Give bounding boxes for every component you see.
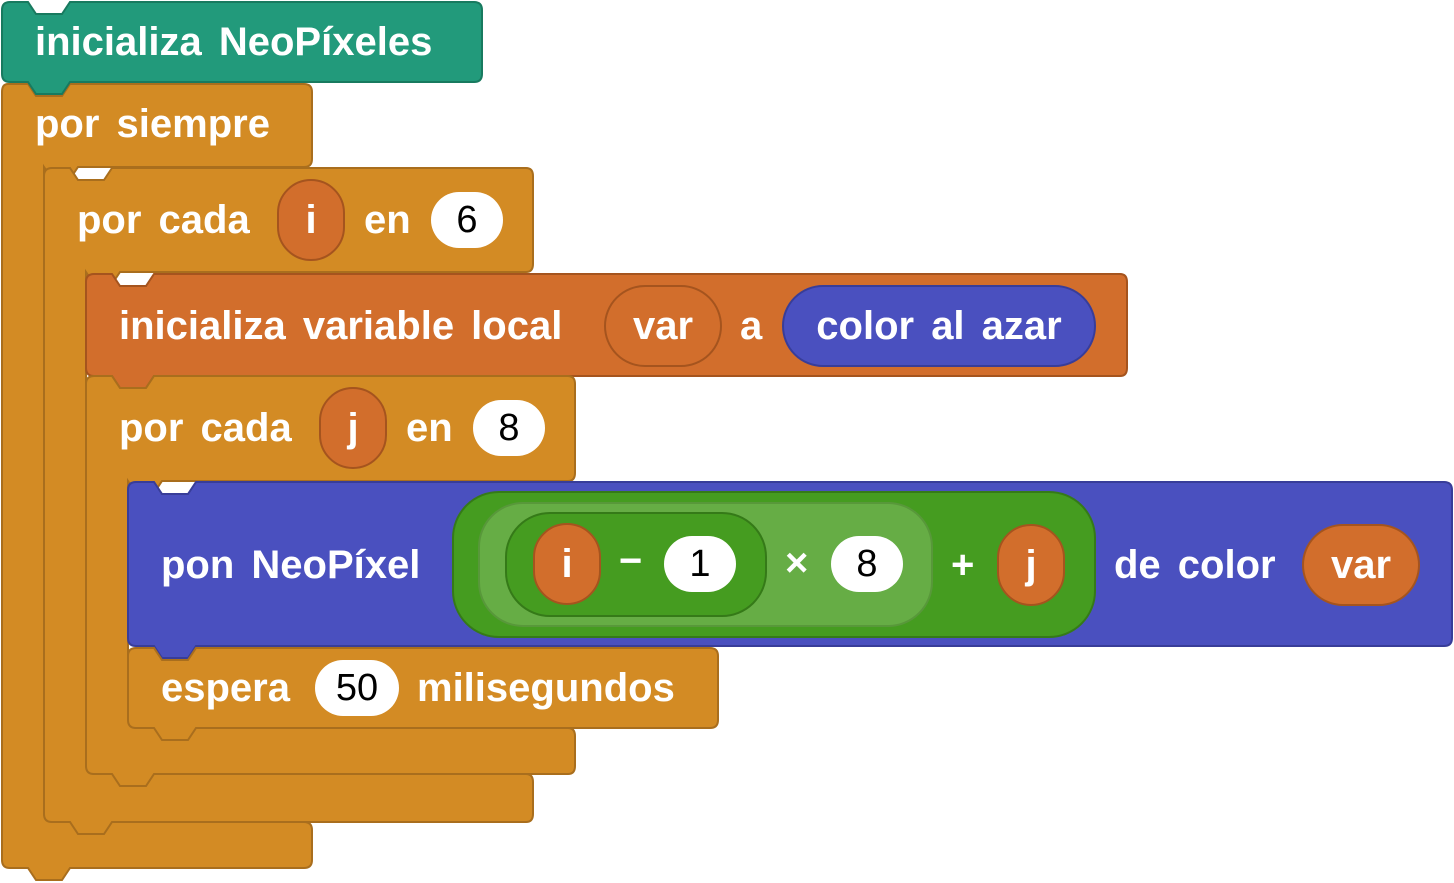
set-neopixel-label: pon NeoPíxel — [161, 543, 421, 587]
expr-literal-8[interactable]: 8 — [831, 536, 903, 592]
for-each-j-count[interactable]: 8 — [473, 400, 545, 456]
wait-label: espera — [161, 666, 290, 710]
init-neopixels-label: inicializa NeoPíxeles — [35, 20, 433, 64]
for-each-j-in-label: en — [406, 406, 453, 450]
wait-unit-label: milisegundos — [417, 666, 675, 710]
expr-var-j[interactable]: j — [997, 524, 1065, 606]
expr-var-i[interactable]: i — [533, 523, 601, 605]
local-var-name[interactable]: var — [604, 285, 722, 367]
for-each-i-label: por cada — [77, 198, 250, 242]
init-local-var-label: inicializa variable local — [119, 304, 563, 348]
wait-block[interactable] — [127, 647, 719, 741]
wait-ms-value[interactable]: 50 — [315, 660, 399, 716]
forever-label: por siempre — [35, 102, 270, 146]
set-neopixel-color-label: de color — [1114, 543, 1276, 587]
loop-var-j[interactable]: j — [319, 387, 387, 469]
loop-var-i[interactable]: i — [277, 179, 345, 261]
init-neopixels-block[interactable] — [1, 0, 483, 95]
minus-operator: − — [619, 539, 643, 583]
color-var[interactable]: var — [1302, 524, 1420, 606]
for-each-j-label: por cada — [119, 406, 292, 450]
init-local-var-to-label: a — [740, 304, 763, 348]
random-color-block[interactable]: color al azar — [782, 285, 1096, 367]
for-each-i-in-label: en — [364, 198, 411, 242]
plus-operator: + — [951, 543, 975, 587]
for-each-i-count[interactable]: 6 — [431, 192, 503, 248]
times-operator: × — [785, 541, 809, 585]
expr-literal-1[interactable]: 1 — [664, 536, 736, 592]
